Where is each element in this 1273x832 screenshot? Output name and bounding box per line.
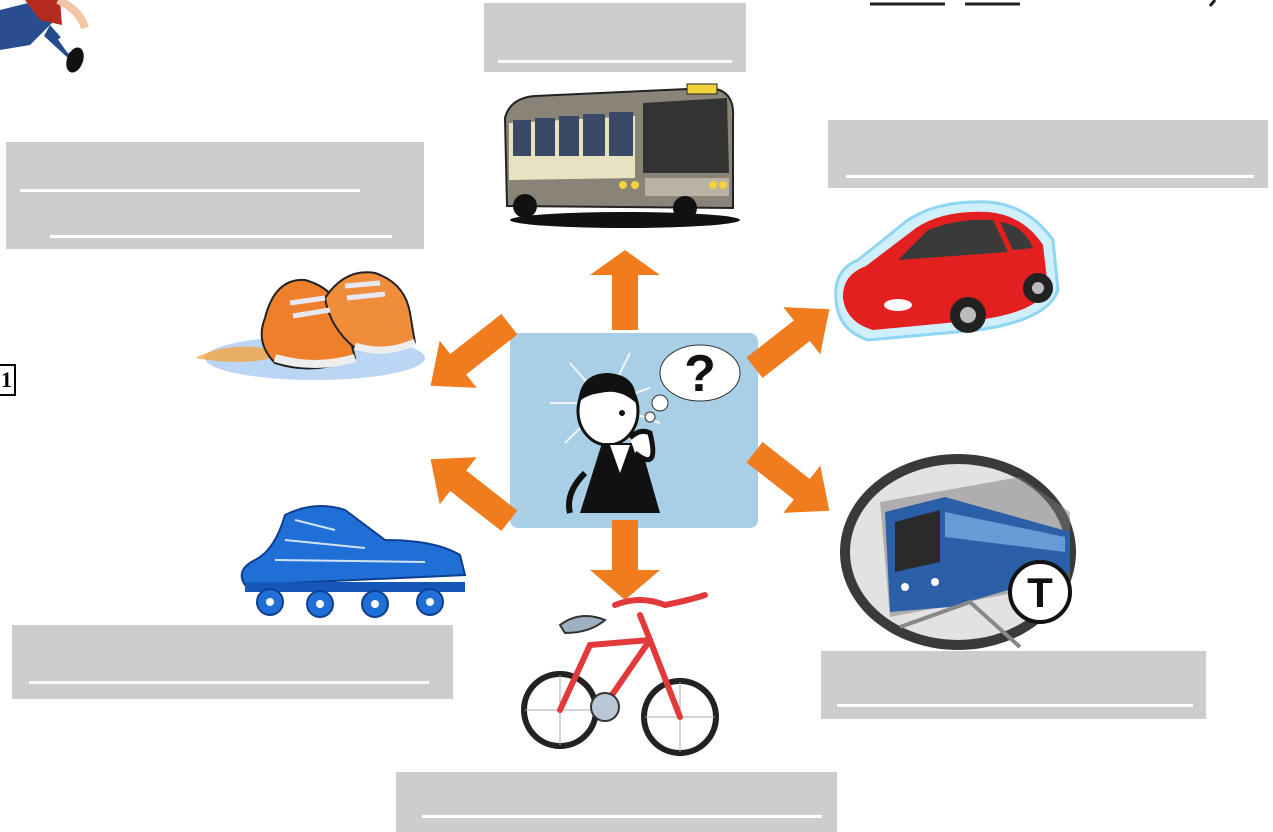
answer-blank-line (50, 235, 392, 238)
car-image (828, 190, 1063, 345)
arrow-up-right (746, 307, 830, 378)
answer-blank-line (837, 704, 1193, 707)
thinking-person-image: ? (510, 333, 758, 528)
arrow-up-left (430, 313, 518, 388)
arrow-down-right (746, 442, 830, 513)
answer-blank-line (20, 189, 360, 192)
running-boy-image (0, 0, 95, 75)
arrow-down-left (430, 457, 518, 532)
rollerblades-answer-box[interactable] (12, 625, 453, 699)
subway-t-badge: T (1027, 569, 1053, 616)
question-number-marker: 1 (0, 364, 16, 396)
arrow-up (590, 250, 660, 330)
top-right-dashes (870, 0, 1270, 8)
subway-answer-box[interactable] (821, 651, 1206, 719)
answer-blank-line (846, 175, 1254, 178)
bus-answer-box[interactable] (484, 3, 746, 72)
answer-blank-line (422, 815, 822, 818)
bicycle-image (520, 585, 720, 770)
walking-answer-box[interactable] (6, 142, 424, 249)
rollerblades-image (225, 500, 475, 620)
car-answer-box[interactable] (828, 120, 1268, 188)
bus-image (495, 78, 740, 228)
bicycle-answer-box[interactable] (396, 772, 837, 832)
answer-blank-line (498, 60, 732, 63)
question-mark: ? (684, 345, 716, 403)
answer-blank-line (29, 681, 429, 684)
arrow-down (590, 520, 660, 600)
subway-train-image: T (840, 452, 1080, 652)
sneakers-image (195, 258, 430, 383)
